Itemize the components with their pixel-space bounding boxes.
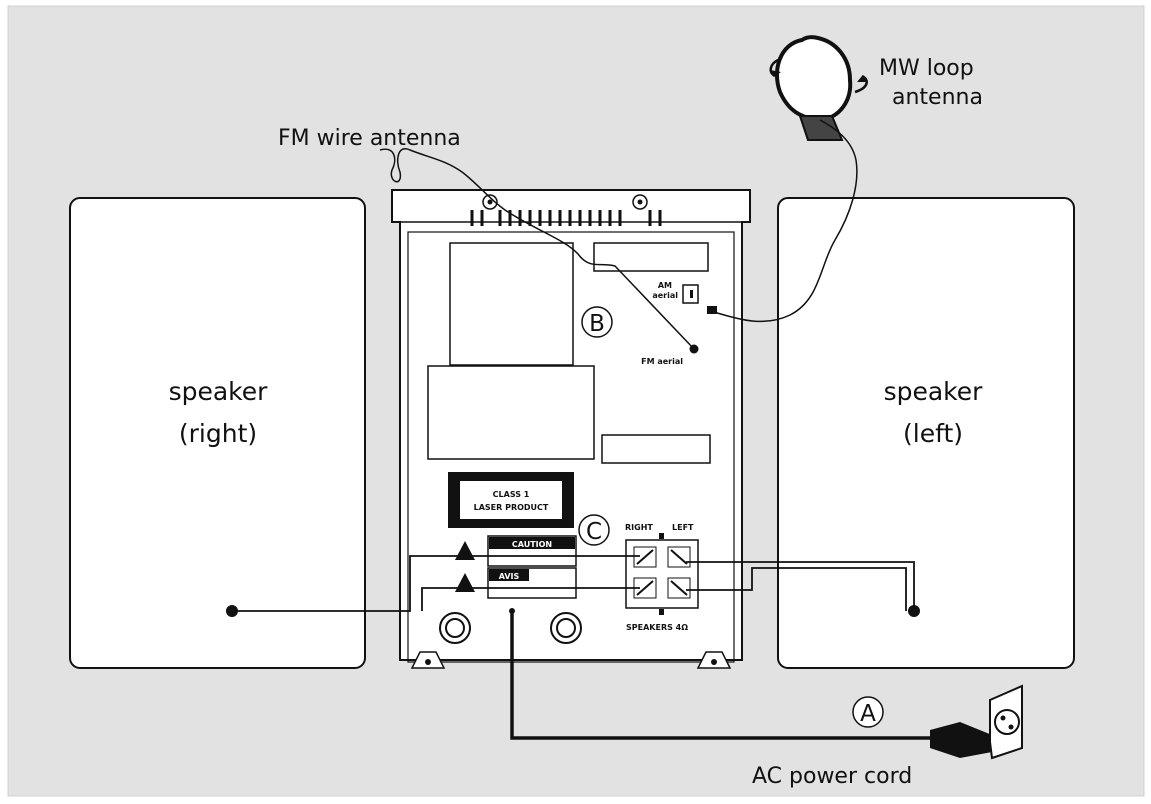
- speaker-left-wire: [686, 561, 915, 611]
- fm-aerial-label: FM aerial: [641, 357, 683, 366]
- speaker-right-wire: [232, 555, 640, 612]
- fm-antenna-label: FM wire antenna: [278, 126, 461, 151]
- am-aerial-label-2: aerial: [652, 291, 678, 300]
- speaker-left-box: [777, 197, 1075, 669]
- fm-aerial-socket: [689, 344, 699, 354]
- speaker-right-sublabel: (right): [179, 419, 257, 448]
- mw-loop-antenna: [769, 35, 868, 141]
- am-aerial-plug: [707, 306, 717, 314]
- ac-cord-label: AC power cord: [752, 764, 912, 789]
- left-terminal-label: LEFT: [672, 523, 694, 532]
- svg-text:A: A: [860, 701, 876, 727]
- svg-text:C: C: [586, 519, 602, 545]
- callout-b: B: [581, 306, 613, 338]
- callout-a: A: [852, 696, 884, 728]
- fm-wire-antenna: [379, 147, 695, 350]
- mw-antenna-label: MW loop: [879, 56, 974, 81]
- ac-plug: [930, 722, 992, 758]
- ac-power-cord: [510, 611, 935, 740]
- laser-label-line1: CLASS 1: [493, 490, 530, 499]
- caution-label: CAUTION: [512, 540, 552, 549]
- speaker-right-wire-2: [421, 587, 640, 611]
- callout-c: C: [578, 514, 610, 546]
- laser-label-line2: LASER PRODUCT: [474, 503, 549, 512]
- svg-text:B: B: [589, 311, 605, 337]
- speaker-right-box: [69, 197, 366, 669]
- am-aerial-label: AM: [658, 281, 672, 290]
- speaker-left-sublabel: (left): [903, 419, 963, 448]
- speaker-right-label: speaker: [169, 377, 269, 406]
- speaker-left-label: speaker: [884, 377, 984, 406]
- avis-label: AVIS: [499, 572, 520, 581]
- mw-antenna-cable: [713, 119, 858, 323]
- main-unit: [391, 189, 751, 669]
- right-terminal-label: RIGHT: [625, 523, 653, 532]
- speakers-impedance-label: SPEAKERS 4Ω: [626, 623, 688, 632]
- wall-outlet: [989, 684, 1023, 760]
- speaker-left-wire-2: [686, 567, 907, 611]
- mw-antenna-label-2: antenna: [892, 85, 983, 110]
